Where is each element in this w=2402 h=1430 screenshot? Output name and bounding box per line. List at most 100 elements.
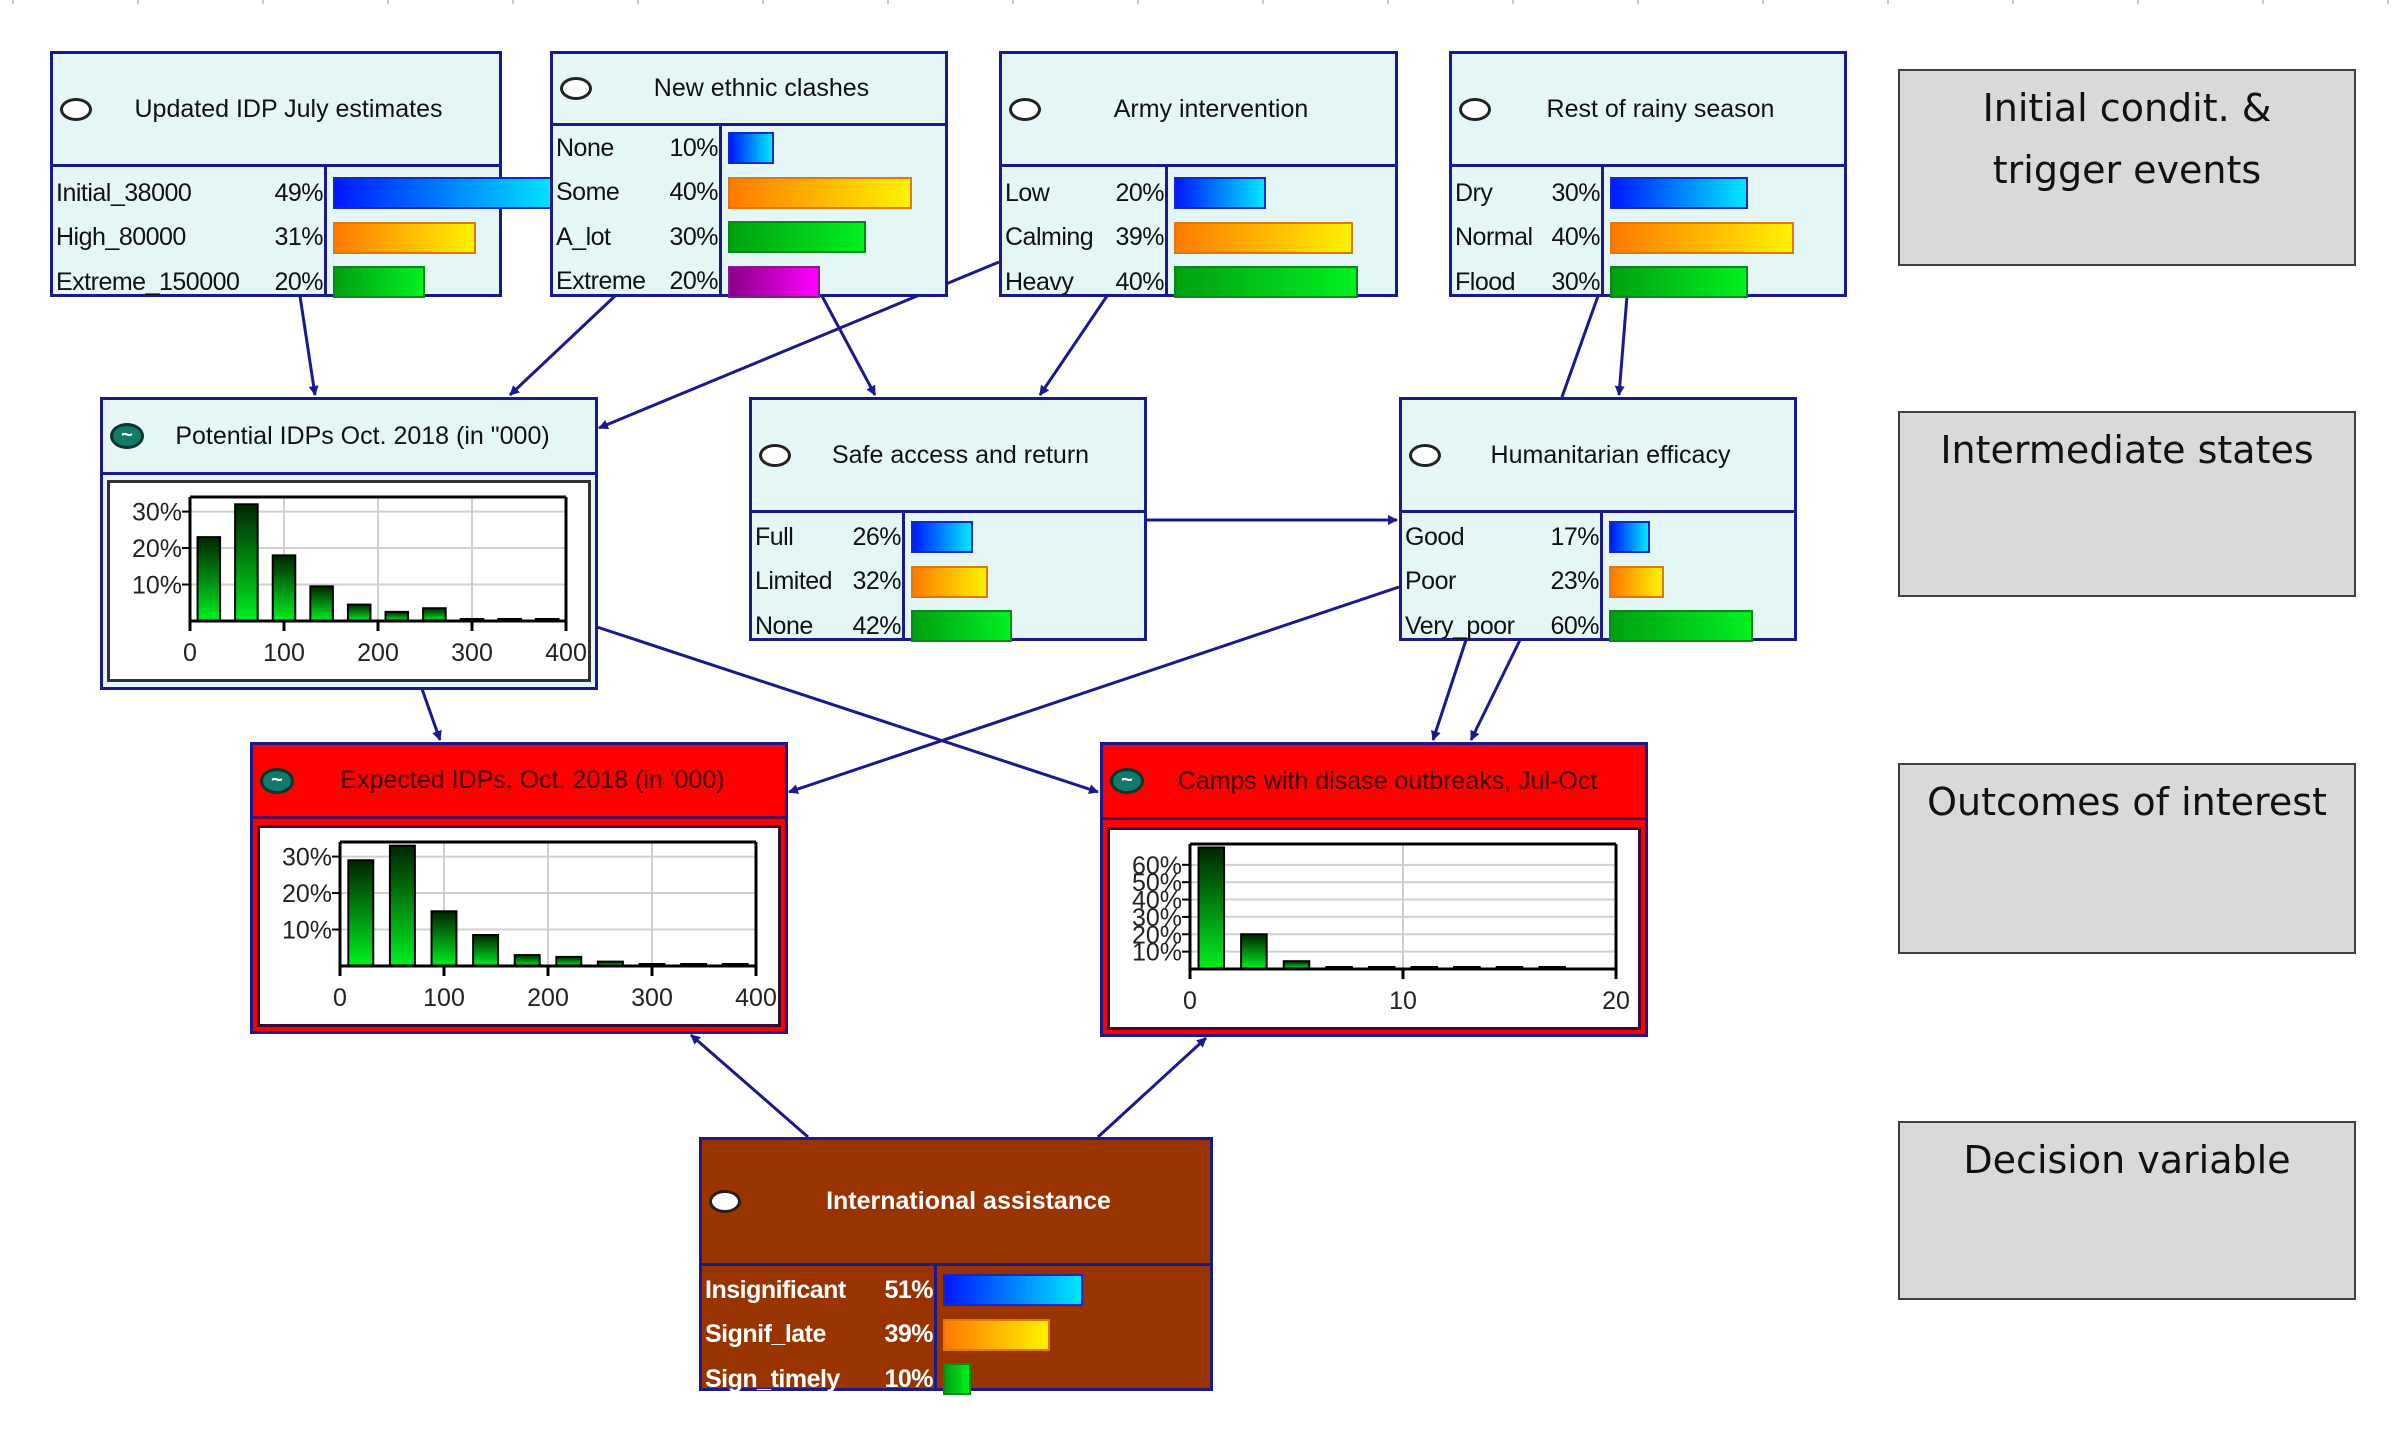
histogram-bar bbox=[309, 585, 334, 623]
edge-updated-idp-to-potential-idps bbox=[298, 295, 319, 396]
node-title: International assistance bbox=[826, 1187, 1111, 1215]
node-title: Updated IDP July estimates bbox=[134, 94, 443, 123]
node-header: Humanitarian efficacy bbox=[1402, 400, 1794, 513]
legend-label: Intermediate states bbox=[1940, 428, 2314, 472]
state-probability: 10% bbox=[884, 1364, 933, 1393]
belief-bar bbox=[728, 221, 866, 253]
histogram-bar bbox=[1240, 933, 1268, 970]
node-title: Humanitarian efficacy bbox=[1490, 440, 1731, 469]
y-tick-label: 10% bbox=[1132, 939, 1182, 967]
belief-bar bbox=[943, 1363, 971, 1395]
state-probability: 40% bbox=[1551, 223, 1600, 251]
node-potential-idps[interactable]: ~ Potential IDPs Oct. 2018 (in "000) 10%… bbox=[100, 397, 598, 690]
node-title: Rest of rainy season bbox=[1546, 94, 1775, 123]
belief-bar bbox=[1609, 610, 1753, 642]
state-label-column bbox=[1452, 167, 1604, 294]
legend-decision-variable: Decision variable bbox=[1898, 1121, 2356, 1300]
legend-intermediate-states: Intermediate states bbox=[1898, 411, 2356, 597]
belief-bar bbox=[911, 610, 1012, 642]
state-name: Insignificant bbox=[705, 1275, 846, 1304]
state-probability: 60% bbox=[1550, 611, 1599, 640]
node-international-assistance[interactable]: International assistance Insignificant 51… bbox=[699, 1137, 1213, 1395]
state-probability: 20% bbox=[1115, 178, 1164, 207]
state-name: Dry bbox=[1455, 178, 1493, 207]
belief-bar bbox=[911, 521, 974, 553]
node-title: New ethnic clashes bbox=[653, 74, 870, 102]
node-expected-idps[interactable]: ~ Expected IDPs, Oct. 2018 (in '000) 10%… bbox=[250, 742, 788, 1034]
state-probability: 26% bbox=[852, 522, 901, 551]
state-name: Calming bbox=[1005, 223, 1094, 251]
belief-bar bbox=[333, 266, 425, 298]
histogram-bar bbox=[347, 859, 375, 968]
state-name: Extreme bbox=[556, 267, 646, 295]
edge-intl-assistance-to-camps bbox=[1096, 1036, 1208, 1139]
y-tick-label: 10% bbox=[132, 572, 182, 600]
edge-humanitarian-to-camps-b bbox=[1469, 639, 1522, 741]
state-probability: 20% bbox=[274, 267, 323, 296]
node-updated-idp[interactable]: Updated IDP July estimates Initial_38000… bbox=[50, 51, 559, 298]
belief-bar bbox=[911, 565, 988, 598]
state-name: None bbox=[556, 133, 614, 162]
node-title: Camps with disase outbreaks, Jul-Oct bbox=[1177, 766, 1598, 795]
ruler-ticks bbox=[12, 0, 2389, 4]
edge-intl-assistance-to-expected-idps bbox=[690, 1033, 809, 1139]
legend-initial-conditions: Initial condit. & trigger events bbox=[1898, 69, 2356, 266]
state-probability: 51% bbox=[884, 1275, 933, 1304]
node-title: Safe access and return bbox=[831, 440, 1090, 469]
y-tick-label: 20% bbox=[132, 535, 182, 563]
x-tick-label: 300 bbox=[451, 639, 493, 667]
belief-bar bbox=[1174, 177, 1266, 209]
discrete-node-icon bbox=[60, 97, 92, 121]
node-header: ~ Camps with disase outbreaks, Jul-Oct bbox=[1103, 745, 1645, 820]
state-row[interactable]: None 10% bbox=[553, 126, 722, 170]
state-name: Heavy bbox=[1005, 267, 1074, 296]
state-probability: 42% bbox=[852, 611, 901, 640]
legend-label-line2: trigger events bbox=[1992, 148, 2262, 192]
state-row[interactable]: Insignificant 51% bbox=[702, 1268, 937, 1312]
state-probability: 32% bbox=[852, 567, 901, 595]
state-name: High_80000 bbox=[56, 223, 186, 251]
continuous-node-icon: ~ bbox=[1110, 768, 1144, 794]
histogram-bar bbox=[430, 910, 458, 968]
belief-bar bbox=[333, 221, 476, 254]
node-header: International assistance bbox=[702, 1140, 1210, 1266]
belief-bar bbox=[943, 1318, 1051, 1351]
node-camps-outbreaks[interactable]: ~ Camps with disase outbreaks, Jul-Oct 1… bbox=[1100, 742, 1648, 1037]
x-tick-label: 300 bbox=[631, 984, 673, 1012]
x-tick-label: 0 bbox=[183, 639, 197, 667]
state-name: Some bbox=[556, 178, 620, 206]
x-tick-label: 20 bbox=[1602, 987, 1630, 1015]
state-probability: 10% bbox=[669, 133, 718, 162]
belief-bar bbox=[333, 177, 559, 209]
